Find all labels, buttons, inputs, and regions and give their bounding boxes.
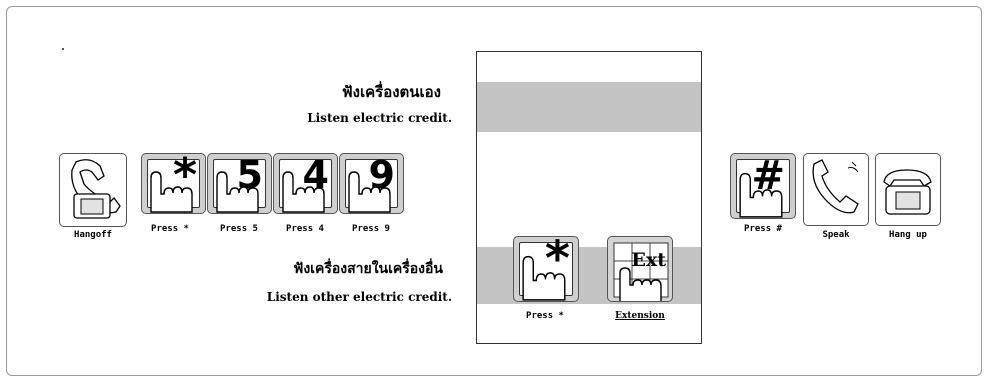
pointing-hand-icon: [739, 172, 783, 218]
english-heading-own: Listen electric credit.: [307, 111, 452, 125]
phone-hung-up-icon: [875, 153, 941, 226]
pointing-hand-icon: [150, 171, 193, 213]
key-5: 5: [207, 153, 272, 214]
screen-band-top: [477, 82, 701, 132]
caption-press-hash: Press #: [744, 224, 782, 234]
panel-key-star: *: [513, 236, 579, 302]
phone-off-hook-icon: [59, 153, 127, 227]
pointing-hand-icon: [282, 171, 325, 213]
caption-press-star: Press *: [151, 224, 189, 234]
stray-dot: [62, 48, 64, 50]
caption-speak: Speak: [822, 230, 850, 240]
caption-press-9: Press 9: [352, 224, 390, 234]
caption-panel-extension: Extension: [615, 311, 665, 321]
key-4: 4: [273, 153, 338, 214]
key-star: *: [141, 153, 206, 214]
panel-key-extension: Ext: [607, 236, 673, 302]
thai-heading-own: ฟังเครื่องตนเอง: [342, 83, 441, 101]
pointing-hand-icon: [216, 171, 259, 213]
pointing-hand-icon: [522, 255, 566, 301]
handset-speak-icon: [803, 153, 869, 226]
keypad-grid-icon: [613, 242, 669, 301]
key-9: 9: [339, 153, 404, 214]
caption-panel-press-star: Press *: [526, 311, 564, 321]
key-hash: #: [730, 153, 796, 219]
english-heading-other: Listen other electric credit.: [266, 290, 452, 304]
panel-key-ext-label: Ext: [631, 249, 666, 271]
caption-press-4: Press 4: [286, 224, 324, 234]
thai-heading-other: ฟังเครื่องสายในเครื่องอื่น: [293, 261, 443, 277]
pointing-hand-icon: [348, 171, 391, 213]
caption-hangoff: Hangoff: [74, 230, 112, 240]
caption-press-5: Press 5: [220, 224, 258, 234]
caption-hang-up: Hang up: [889, 230, 927, 240]
